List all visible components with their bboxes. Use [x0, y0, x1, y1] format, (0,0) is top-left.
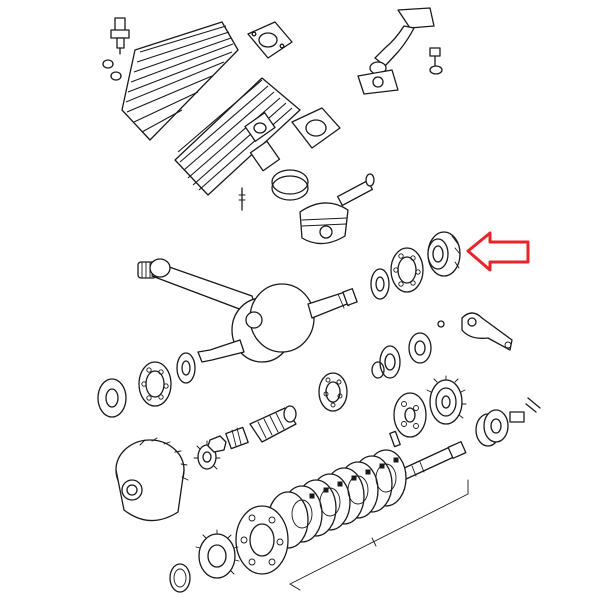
exhaust-manifold — [357, 7, 435, 95]
ball-bearing-left — [138, 361, 172, 407]
cylinder-barrel-fins — [177, 79, 293, 191]
crankshaft — [197, 283, 358, 363]
spark-plug — [110, 17, 130, 55]
piston-rings — [271, 169, 309, 201]
cylinder-barrel — [174, 77, 301, 211]
cylinder-head — [121, 21, 239, 141]
piston — [299, 202, 349, 245]
exhaust-stud — [429, 47, 443, 75]
ball-bearing-center — [318, 372, 348, 412]
bushing-right — [475, 397, 541, 447]
clutch-shaft — [399, 441, 467, 481]
clutch-gear-bottom — [195, 529, 240, 579]
pressure-plate — [235, 505, 289, 575]
circlip-spring — [371, 332, 432, 379]
piston-pin — [336, 173, 375, 207]
base-gasket — [291, 107, 341, 149]
oil-seal-left — [97, 378, 127, 418]
assembly-bracket — [289, 479, 469, 591]
highlight-arrow-icon — [466, 231, 530, 272]
clutch-hub — [393, 392, 427, 438]
ball-bearing-right — [390, 247, 424, 293]
clutch-plates — [267, 449, 407, 549]
shim-washer-left — [176, 352, 196, 384]
cylinder-head-fins — [125, 25, 234, 133]
kickstart-arm — [437, 312, 513, 351]
circlip-bottom — [169, 563, 191, 593]
pinion-gear-shaft — [249, 405, 297, 443]
nut-spring — [207, 426, 249, 453]
primary-gear — [426, 375, 467, 425]
crankshaft-oil-seal-highlighted[interactable] — [427, 231, 461, 277]
washer-small — [102, 59, 122, 81]
pin — [389, 430, 401, 448]
shim-washer — [370, 268, 390, 300]
head-gasket — [247, 21, 293, 59]
clutch-housing — [115, 437, 189, 522]
